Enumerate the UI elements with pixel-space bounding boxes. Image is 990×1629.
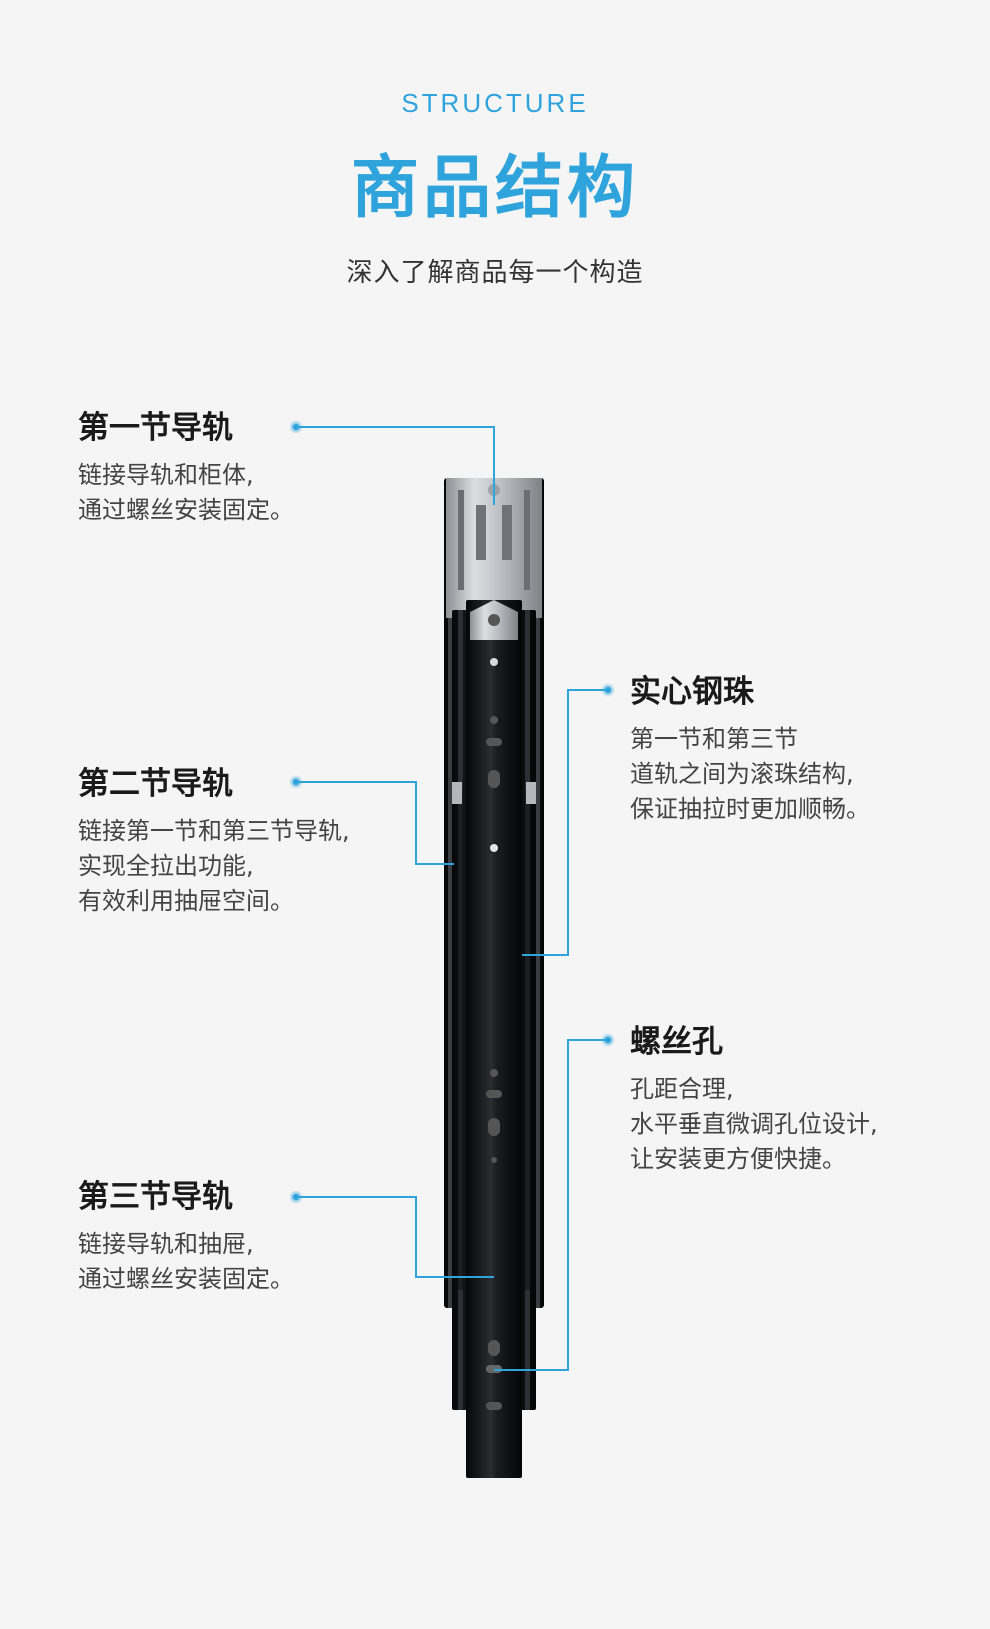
third-rail <box>466 600 522 1478</box>
callout-desc: 链接导轨和抽屉, 通过螺丝安装固定。 <box>78 1230 294 1293</box>
callout-title: 第一节导轨 <box>78 410 233 446</box>
leader-lines <box>296 426 608 1371</box>
callout-desc: 链接第一节和第三节导轨, 实现全拉出功能, 有效利用抽屉空间。 <box>78 817 350 915</box>
callout-title: 实心钢珠 <box>630 674 754 710</box>
callout-screw-holes: 螺丝孔 孔距合理, 水平垂直微调孔位设计, 让安装更方便快捷。 <box>630 1022 878 1177</box>
ball-bearings <box>458 790 530 1290</box>
section-subtitle: 深入了解商品每一个构造 <box>346 258 644 288</box>
callout-title: 第二节导轨 <box>78 766 233 802</box>
callout-desc: 孔距合理, 水平垂直微调孔位设计, 让安装更方便快捷。 <box>630 1075 878 1173</box>
callout-desc: 链接导轨和柜体, 通过螺丝安装固定。 <box>78 461 294 524</box>
callout-desc: 第一节和第三节 道轨之间为滚珠结构, 保证抽拉时更加顺畅。 <box>630 725 870 823</box>
callout-title: 螺丝孔 <box>630 1024 723 1060</box>
callout-third-rail: 第三节导轨 链接导轨和抽屉, 通过螺丝安装固定。 <box>78 1177 294 1297</box>
callout-title: 第三节导轨 <box>78 1179 233 1215</box>
leader-dots <box>289 420 615 1204</box>
callout-second-rail: 第二节导轨 链接第一节和第三节导轨, 实现全拉出功能, 有效利用抽屉空间。 <box>78 764 350 919</box>
section-eyebrow: STRUCTURE <box>401 88 589 118</box>
callout-steel-balls: 实心钢珠 第一节和第三节 道轨之间为滚珠结构, 保证抽拉时更加顺畅。 <box>630 672 870 827</box>
callout-first-rail: 第一节导轨 链接导轨和柜体, 通过螺丝安装固定。 <box>78 408 294 528</box>
section-title: 商品结构 <box>350 149 639 228</box>
